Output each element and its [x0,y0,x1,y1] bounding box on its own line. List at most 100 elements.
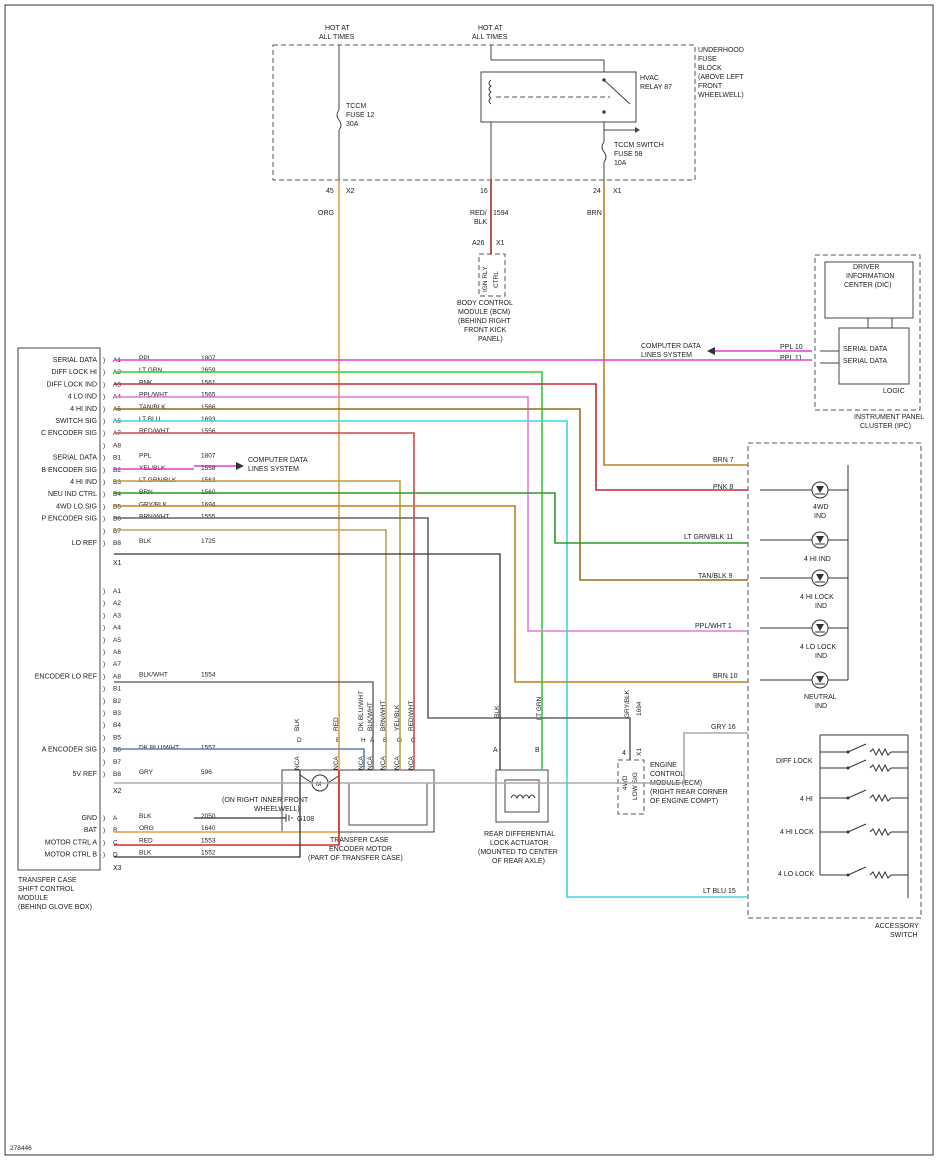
connector-bracket: ) [103,673,105,680]
pin-number: B5 [113,503,121,510]
connector-bracket: ) [103,661,105,668]
circuit-number: 1566 [201,404,216,411]
pin-function-label: DIFF LOCK IND [46,381,97,388]
tcscm-row-x2-A1: )A1 [103,588,121,595]
motor-nca: NCA [358,756,365,770]
ipc-serial-1: SERIAL DATA [843,346,888,353]
dic-0: DRIVER [853,264,879,271]
acc-gry16: GRY 16 [711,724,736,731]
ecm-inner-1: LOW SIG [632,772,639,800]
c1594-label: 1594 [493,210,509,217]
motor-wire-color: BRN/WHT [380,701,387,731]
tcscm-row-x2-A7: ) A7 [103,661,121,668]
acc-brn7: BRN 7 [713,457,734,464]
pin-function-label: 4WD LO SIG [56,503,97,510]
acc-pnk8: PNK 8 [713,484,733,491]
pin-number: B5 [113,734,121,741]
hot-label-2b: ALL TIMES [472,34,508,41]
pin-number: A8 [113,442,121,449]
tcscm-x1: X1 [113,560,122,567]
pin-number: A5 [113,637,121,644]
connector-bracket: ) [103,722,105,729]
engine-control-module: 4WD LOW SIG 4 X1 GRY/BLK 1694 ENGINE CON… [617,689,728,815]
fuse-block-name-0: UNDERHOOD [698,47,744,54]
motor-pin-letter: B [383,737,387,744]
circuit-number: 1555 [201,514,216,521]
indicator-lamp-icon [760,671,848,689]
motor-pin-letter: D [297,737,302,744]
connector-bracket: ) [103,827,105,834]
pin-function-label: LO REF [72,540,97,547]
motor-nca: NCA [394,756,401,770]
motor-pin-letter: H [361,737,366,744]
wire-yelblk-b2 [114,480,401,770]
bcm-name-4: PANEL) [478,336,503,343]
motor-m: M [316,781,321,788]
pin-24: 24 [593,188,601,195]
tcscm-name-0: TRANSFER CASE [18,877,77,884]
x1b-label: X1 [496,240,505,247]
circuit-number: 1807 [201,453,216,460]
pin-function-label: MOTOR CTRL B [44,852,97,859]
tcscm-row-x2-A4: )A4 [103,625,121,632]
actuator-blk: BLK [494,705,501,718]
motor-nca: NCA [294,756,301,770]
connector-bracket: ) [103,686,105,693]
connector-bracket: ) [103,600,105,607]
actuator-pin-a: A [493,747,498,754]
wire-color: BLK [139,538,152,545]
motor-name-2: (PART OF TRANSFER CASE) [308,855,403,862]
connector-bracket: ) [103,418,105,425]
connector-bracket: ) [103,612,105,619]
tcscm-row-x2-A2: )A2 [103,600,121,607]
pin-number: B6 [113,747,121,754]
pin-number: B4 [113,722,121,729]
wire-color: BLK [139,813,152,820]
bcm-inner-1: CTRL [493,271,500,288]
tcscm-row-x2-B5: ) B5 [103,734,121,741]
tcscm-row-x2-B3: )B3 [103,710,121,717]
pin-number: B3 [113,479,121,486]
pin-number: B8 [113,771,121,778]
wire-ltblu-a6 [114,420,748,898]
wire-redwht-a7 [114,432,415,770]
ind-neutral-0: NEUTRAL [804,694,837,701]
wire-blkwht-a8 [114,681,374,770]
ecm-c1694: 1694 [636,701,643,716]
sw-4hilock: 4 HI LOCK [780,829,814,836]
redblk-label-1: BLK [474,219,488,226]
pin-16: 16 [480,188,488,195]
tcscm-name-3: (BEHIND GLOVE BOX) [18,904,92,911]
connector-bracket: ) [103,357,105,364]
wire-tanblk-a5 [114,408,748,581]
connector-bracket: ) [103,491,105,498]
connector-bracket: ) [103,503,105,510]
pin-number: B8 [113,540,121,547]
wire-color: PPL [139,453,152,460]
pin-number: A3 [113,381,121,388]
bcm-name-0: BODY CONTROL [457,300,513,307]
wire-color: GRY [139,769,154,776]
pin-number: B2 [113,467,121,474]
connector-bracket: ) [103,394,105,401]
tccm-fuse-1: FUSE 12 [346,112,375,119]
connector-bracket: ) [103,734,105,741]
hvac-relay-1: RELAY 87 [640,84,672,91]
tccm-switch-fuse-0: TCCM SWITCH [614,142,664,149]
hot-label-1b: ALL TIMES [319,34,355,41]
wire-brn-7 [603,180,748,466]
sw-difflock: DIFF LOCK [776,758,813,765]
wire-color: RED/WHT [139,428,169,435]
circuit-number: 2659 [201,367,216,374]
wire-color: RED [139,837,153,844]
acc-name-0: ACCESSORY [875,923,919,930]
pin-number: A7 [113,661,121,668]
motor-wire-color: RED/WHT [408,701,415,731]
tcscm-x3: X3 [113,865,122,872]
underhood-fuse-block: HOT AT ALL TIMES HOT AT ALL TIMES UNDERH… [272,25,744,247]
dic-2: CENTER (DIC) [844,282,891,289]
